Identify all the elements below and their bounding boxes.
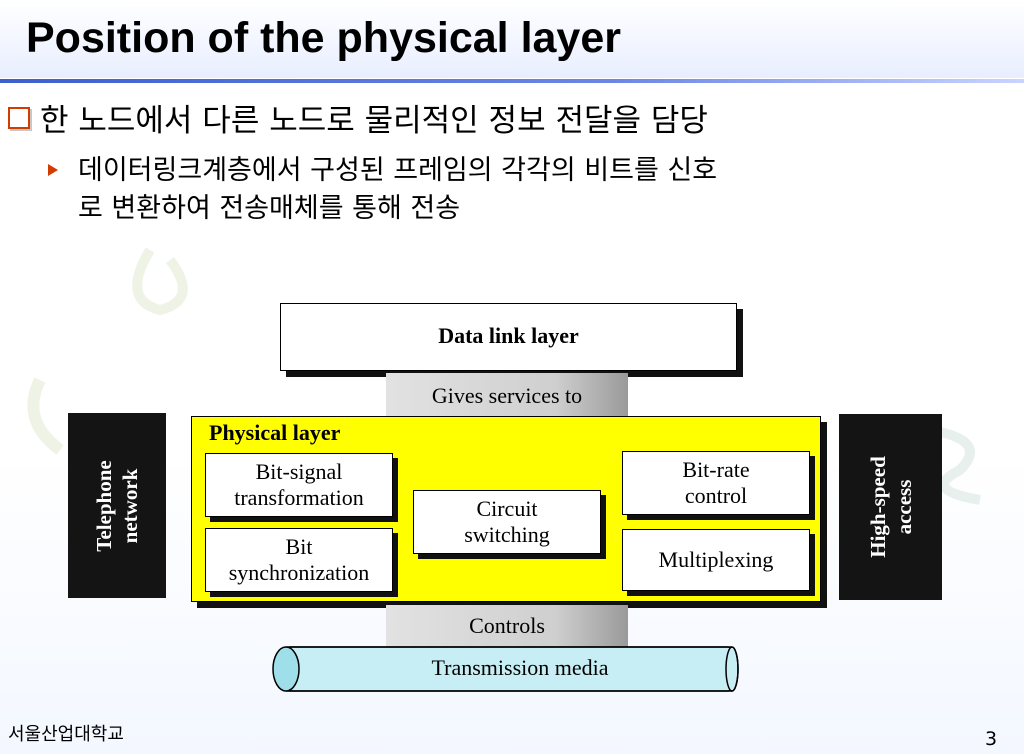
physical-layer-label: Physical layer [209, 420, 341, 445]
data-link-layer-box: Data link layer [280, 303, 737, 371]
telephone-network-label-line-2: network [118, 468, 142, 543]
square-bullet-icon [8, 107, 30, 129]
bit-synchronization-box: Bit synchronization [205, 528, 393, 592]
triangle-bullet-icon [48, 164, 58, 176]
gives-services-label: Gives services to [431, 383, 583, 408]
high-speed-access-label: High-speed access [865, 456, 917, 558]
data-link-layer-label: Data link layer [438, 323, 579, 348]
bit-signal-label-line-2: transformation [234, 485, 364, 510]
bit-rate-label-line-1: Bit-rate [682, 457, 750, 482]
cylinder-end-cap [272, 646, 300, 692]
controls-label: Controls [469, 613, 545, 638]
circuit-switching-box: Circuit switching [413, 490, 601, 554]
bit-signal-transformation-box: Bit-signal transformation [205, 453, 393, 517]
bullet-sub-line-2: 로 변환하여 전송매체를 통해 전송 [78, 193, 461, 224]
page-number: 3 [985, 728, 998, 750]
multiplexing-label: Multiplexing [658, 547, 774, 572]
bit-sync-label-line-2: synchronization [228, 560, 370, 585]
high-speed-access-panel: High-speed access [839, 414, 942, 600]
bullet-main-text: 한 노드에서 다른 노드로 물리적인 정보 전달을 담당 [40, 103, 708, 139]
title-band [0, 0, 1024, 78]
bullet-sub-line-1: 데이터링크계층에서 구성된 프레임의 각각의 비트를 신호 [78, 155, 718, 186]
bit-rate-label-line-2: control [684, 483, 748, 508]
title-underline [0, 79, 1024, 83]
footer-university: 서울산업대학교 [8, 724, 124, 745]
bit-signal-label-line-1: Bit-signal [255, 459, 343, 484]
controls-connector: Controls [386, 605, 628, 650]
circuit-label-line-2: switching [464, 522, 550, 547]
transmission-media-label: Transmission media [431, 655, 609, 680]
high-speed-access-label-line-1: High-speed [865, 456, 890, 558]
bullet-main: 한 노드에서 다른 노드로 물리적인 정보 전달을 담당 [8, 95, 708, 140]
high-speed-access-label-line-2: access [891, 479, 916, 535]
telephone-network-label-line-1: Telephone [92, 459, 116, 552]
gives-services-connector: Gives services to [386, 373, 628, 418]
slide-title: Position of the physical layer [26, 14, 621, 62]
telephone-network-label: Telephone network [91, 460, 143, 551]
telephone-network-panel: Telephone network [68, 413, 166, 598]
bullet-sub: 데이터링크계층에서 구성된 프레임의 각각의 비트를 신호 로 변환하여 전송매… [48, 152, 1008, 228]
transmission-media-cylinder [272, 646, 739, 692]
bit-rate-control-box: Bit-rate control [622, 451, 810, 515]
bit-sync-label-line-1: Bit [285, 534, 313, 559]
multiplexing-box: Multiplexing [622, 529, 810, 591]
circuit-label-line-1: Circuit [476, 496, 538, 521]
